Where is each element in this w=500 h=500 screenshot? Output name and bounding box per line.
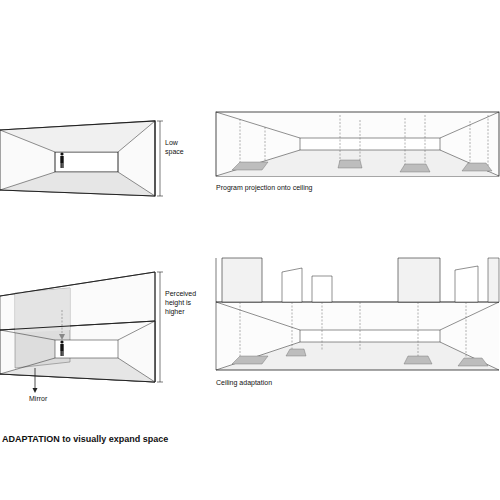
dimension-label: Low space	[165, 139, 191, 157]
figure-caption: ADAPTATION to visually expand space	[2, 434, 168, 445]
drawing-caption: Ceiling adaptation	[216, 379, 336, 388]
callout-label: Mirror	[29, 395, 69, 404]
drawing-caption: Program projection onto ceiling	[216, 184, 376, 193]
dimension-label: Perceived height is higher	[165, 290, 205, 316]
